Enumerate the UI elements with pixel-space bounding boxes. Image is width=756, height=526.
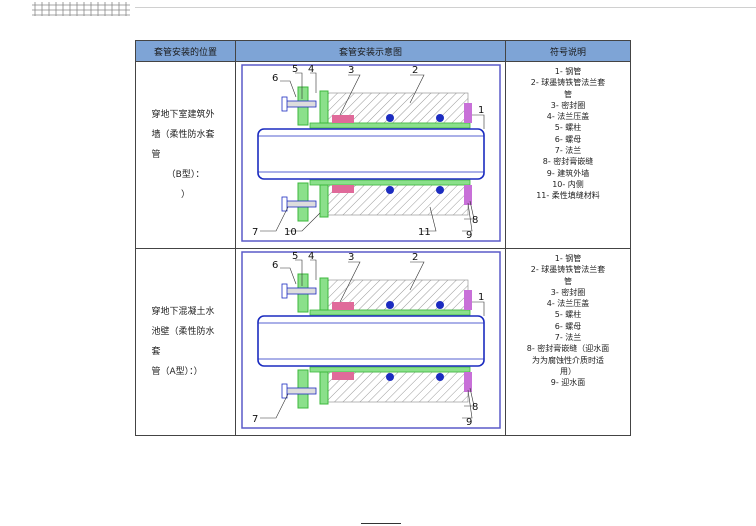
legend-line: 4- 法兰压盖 (546, 112, 590, 122)
legend-line: 管 (564, 89, 572, 99)
callout-label: 4 (308, 64, 314, 75)
position-cell-b-type: 穿地下室建筑外 墙（柔性防水套管 （B型）： ） (135, 61, 236, 249)
callout-label: 3 (348, 252, 354, 263)
legend-line: 8- 密封膏嵌缝（迎水面 (526, 344, 610, 354)
callout-label: 7 (252, 227, 258, 238)
sleeve-lower (309, 366, 470, 373)
steel-pipe (256, 128, 485, 180)
legend-line: 3- 密封圈 (550, 287, 586, 297)
position-text-line: 池壁（柔性防水套 (151, 327, 215, 357)
sleeve-lower (309, 179, 470, 186)
legend-line: 管 (564, 276, 572, 286)
legend-line: 用） (560, 366, 576, 376)
position-text-line: （B型）： (166, 170, 205, 180)
sleeve-upper (309, 122, 470, 129)
seal-ring-lower (331, 185, 354, 193)
legend-line: 11- 柔性填缝材料 (536, 191, 600, 201)
legend-cell-b-type: 1- 钢管 2- 球墨铸铁管法兰套 管 3- 密封圈 4- 法兰压盖 5- 螺柱… (505, 61, 631, 249)
header-decoration-marks (32, 2, 130, 16)
filler-lower (463, 185, 472, 205)
bolt-lower (285, 200, 316, 208)
callout-label: 5 (292, 64, 298, 75)
steel-pipe (256, 315, 485, 367)
callout-label: 1 (478, 105, 484, 116)
position-text-line: 墙（柔性防水套管 (151, 130, 215, 160)
bolt-lower (285, 387, 316, 395)
bolt-upper (285, 100, 316, 108)
legend-line: 2- 球墨铸铁管法兰套 (530, 78, 606, 88)
callout-label: 4 (308, 251, 314, 262)
legend-line: 为为腐蚀性介质时适 (532, 355, 604, 365)
table-row-a-type: 穿地下混凝土水 池壁（柔性防水套 管（A型）：） (135, 248, 631, 436)
legend-cell-a-type: 1- 钢管 2- 球墨铸铁管法兰套 管 3- 密封圈 4- 法兰压盖 5- 螺柱… (505, 248, 631, 436)
callout-label: 6 (272, 73, 278, 84)
flange-mid-upper (319, 277, 328, 311)
callout-label: 7 (252, 414, 258, 425)
legend-line: 5- 螺柱 (554, 123, 582, 133)
header-legend: 符号说明 (505, 40, 631, 62)
sleeve-installation-table-container: 套管安装的位置 套管安装示意图 符号说明 穿地下室建筑外 墙（柔性防水套管 （B… (135, 40, 631, 436)
sleeve-upper (309, 309, 470, 316)
header-diagram: 套管安装示意图 (235, 40, 506, 62)
filler-upper (463, 290, 472, 310)
filler-upper (463, 103, 472, 123)
position-text-line: 穿地下混凝土水 (151, 307, 215, 317)
callout-label: 8 (472, 402, 478, 413)
diagram-cell-a-type: 5 4 6 3 2 1 7 8 9 (235, 248, 506, 436)
seal-ring-upper (331, 302, 354, 310)
legend-line: 1- 钢管 (554, 254, 582, 263)
filler-lower (463, 372, 472, 392)
legend-line: 10- 内侧 (552, 179, 584, 189)
callout-label: 1 (478, 292, 484, 303)
header-rule (135, 7, 756, 8)
bolt-upper (285, 287, 316, 295)
callout-label: 8 (472, 215, 478, 226)
legend-line: 8- 密封膏嵌缝 (542, 157, 594, 167)
sleeve-installation-table: 套管安装的位置 套管安装示意图 符号说明 穿地下室建筑外 墙（柔性防水套管 （B… (135, 40, 631, 436)
legend-line: 9- 迎水面 (550, 378, 586, 388)
legend-line: 2- 球墨铸铁管法兰套 (530, 265, 606, 275)
callout-label: 11 (418, 227, 431, 238)
callout-label: 9 (466, 230, 472, 241)
header-position: 套管安装的位置 (135, 40, 236, 62)
legend-line: 5- 螺柱 (554, 310, 582, 320)
callout-label: 2 (412, 252, 418, 263)
callout-label: 3 (348, 65, 354, 76)
table-header-row: 套管安装的位置 套管安装示意图 符号说明 (135, 40, 631, 62)
callout-label: 10 (284, 227, 297, 238)
page-number-line (361, 523, 401, 524)
legend-line: 4- 法兰压盖 (546, 299, 590, 309)
position-text-line: ） (180, 190, 190, 200)
flange-mid-lower (319, 184, 328, 218)
seal-ring-lower (331, 372, 354, 380)
legend-line: 3- 密封圈 (550, 100, 586, 110)
diagram-b-type: 5 4 6 3 2 1 7 10 11 9 8 (240, 64, 501, 242)
position-cell-a-type: 穿地下混凝土水 池壁（柔性防水套 管（A型）：） (135, 248, 236, 436)
callout-label: 5 (292, 251, 298, 262)
position-text-line: 穿地下室建筑外 (151, 110, 215, 120)
flange-mid-lower (319, 371, 328, 405)
callout-label: 2 (412, 65, 418, 76)
legend-line: 7- 法兰 (554, 333, 582, 343)
legend-line: 6- 螺母 (554, 321, 582, 331)
position-text-line: 管（A型）：） (151, 367, 203, 377)
callout-label: 9 (466, 417, 472, 428)
diagram-a-type: 5 4 6 3 2 1 7 8 9 (240, 251, 501, 429)
legend-line: 7- 法兰 (554, 146, 582, 156)
callout-label: 6 (272, 260, 278, 271)
legend-line: 1- 钢管 (554, 67, 582, 76)
diagram-cell-b-type: 5 4 6 3 2 1 7 10 11 9 8 (235, 61, 506, 249)
flange-mid-upper (319, 90, 328, 124)
legend-line: 6- 螺母 (554, 134, 582, 144)
legend-line: 9- 建筑外墙 (546, 168, 590, 178)
seal-ring-upper (331, 115, 354, 123)
table-row-b-type: 穿地下室建筑外 墙（柔性防水套管 （B型）： ） (135, 61, 631, 249)
